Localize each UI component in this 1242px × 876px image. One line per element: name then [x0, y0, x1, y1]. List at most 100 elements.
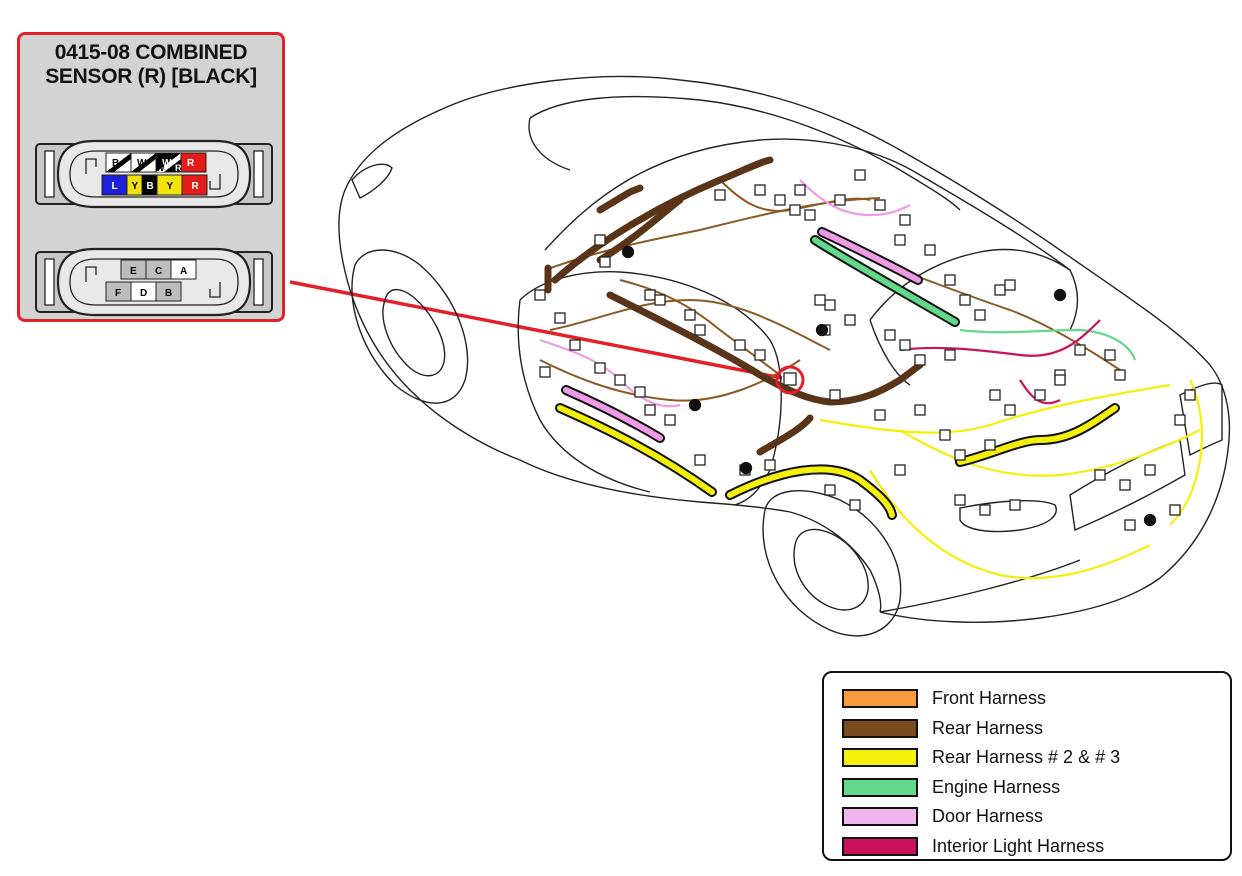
- legend-swatch: [842, 777, 918, 797]
- connector-title-line1: 0415-08 COMBINED: [54, 41, 248, 64]
- connector-symbol: [924, 244, 936, 256]
- connector-symbol: [914, 354, 926, 366]
- wire-stripe-label: W: [156, 163, 165, 173]
- connector-symbol: [684, 309, 696, 321]
- connector-symbol: [944, 274, 956, 286]
- wire-color-label: R: [192, 181, 200, 192]
- connector-symbol: [539, 366, 551, 378]
- connector-symbol: [1054, 374, 1066, 386]
- door-harness-trunk-fill: [563, 229, 921, 441]
- connector-symbol: [814, 294, 826, 306]
- connector-symbol: [794, 184, 806, 196]
- legend-swatch: [842, 807, 918, 827]
- wire-cell: B: [105, 152, 132, 173]
- pin-label: A: [180, 266, 187, 277]
- wire-cell: Y: [126, 174, 143, 196]
- pin-label: D: [140, 288, 147, 299]
- connector-symbol: [954, 449, 966, 461]
- connector-symbol: [554, 312, 566, 324]
- front-wheel: [351, 249, 469, 404]
- legend-label: Rear Harness # 2 & # 3: [932, 747, 1121, 768]
- wire-stripe-label: R: [175, 163, 182, 173]
- wire-color-label: B: [112, 158, 119, 169]
- pin-cell: D: [130, 281, 157, 302]
- connector-symbol: [789, 204, 801, 216]
- legend-label: Door Harness: [932, 806, 1044, 827]
- connector-symbol: [754, 184, 766, 196]
- connector-symbol: [644, 289, 656, 301]
- connector-symbol: [664, 414, 676, 426]
- connector-symbol: [874, 199, 886, 211]
- wire-color-label: W: [162, 158, 172, 169]
- wire-color-label: R: [187, 158, 195, 169]
- connector-symbol: [599, 256, 611, 268]
- legend-swatch: [842, 836, 918, 856]
- wire-color-label: Y: [167, 181, 174, 192]
- connector-symbol: [754, 349, 766, 361]
- sensor-location-marker: [775, 365, 805, 395]
- connector-symbol: [1009, 499, 1021, 511]
- connector-symbol: [594, 234, 606, 246]
- connector-symbol: [959, 294, 971, 306]
- connector-symbol: [1104, 349, 1116, 361]
- connector-symbol: [569, 339, 581, 351]
- wire-cell: R: [181, 174, 208, 196]
- connector-symbol: [1004, 404, 1016, 416]
- connector-symbol: [764, 459, 776, 471]
- ground-point: [621, 245, 635, 259]
- connector-symbol: [849, 499, 861, 511]
- rear-harness-trunk: [544, 156, 924, 456]
- connector-symbol: [654, 294, 666, 306]
- ground-point: [1053, 288, 1067, 302]
- connector-symbol: [1144, 464, 1156, 476]
- yellow-harness-trunk-fill: [557, 405, 1118, 518]
- connector-symbol: [804, 209, 816, 221]
- connector-symbol: [694, 454, 706, 466]
- door-harness-trunk: [561, 227, 923, 443]
- legend-swatch: [842, 748, 918, 768]
- connector-symbol: [989, 389, 1001, 401]
- connector-symbol: [874, 409, 886, 421]
- connector-symbol: [884, 329, 896, 341]
- connector-symbol: [694, 324, 706, 336]
- pin-label: B: [165, 288, 172, 299]
- connector-symbol: [534, 289, 546, 301]
- pin-label: E: [130, 266, 137, 277]
- legend-item: Rear Harness: [842, 714, 1230, 744]
- wire-color-label: W: [137, 158, 147, 169]
- connector-symbol: [644, 404, 656, 416]
- connector-symbol: [1074, 344, 1086, 356]
- pin-cell: F: [105, 281, 132, 302]
- pin-label: C: [155, 266, 162, 277]
- connector-symbol: [734, 339, 746, 351]
- wire-cell: W: [130, 152, 157, 173]
- connector-symbol: [1174, 414, 1186, 426]
- connector-symbol: [1034, 389, 1046, 401]
- wire-color-label: B: [147, 181, 154, 192]
- legend-label: Front Harness: [932, 688, 1047, 709]
- ground-point: [739, 461, 753, 475]
- legend-swatch: [842, 689, 918, 709]
- connector-symbol: [984, 439, 996, 451]
- pin-cell: A: [170, 259, 197, 280]
- connector-symbol: [829, 389, 841, 401]
- connector-symbol: [954, 494, 966, 506]
- connector-symbol: [824, 484, 836, 496]
- legend-item: Interior Light Harness: [842, 832, 1230, 862]
- ground-point: [688, 398, 702, 412]
- connector-symbol: [939, 429, 951, 441]
- wire-cell: Y: [156, 174, 183, 196]
- pin-cell: B: [155, 281, 182, 302]
- connector-symbol: [834, 194, 846, 206]
- connector-symbol: [979, 504, 991, 516]
- connector-symbol: [974, 309, 986, 321]
- callout-line: [289, 280, 783, 380]
- wire-color-label: L: [112, 181, 118, 192]
- connector-symbols: [534, 169, 1196, 531]
- connector-symbol: [899, 339, 911, 351]
- pin-cell: E: [120, 259, 147, 280]
